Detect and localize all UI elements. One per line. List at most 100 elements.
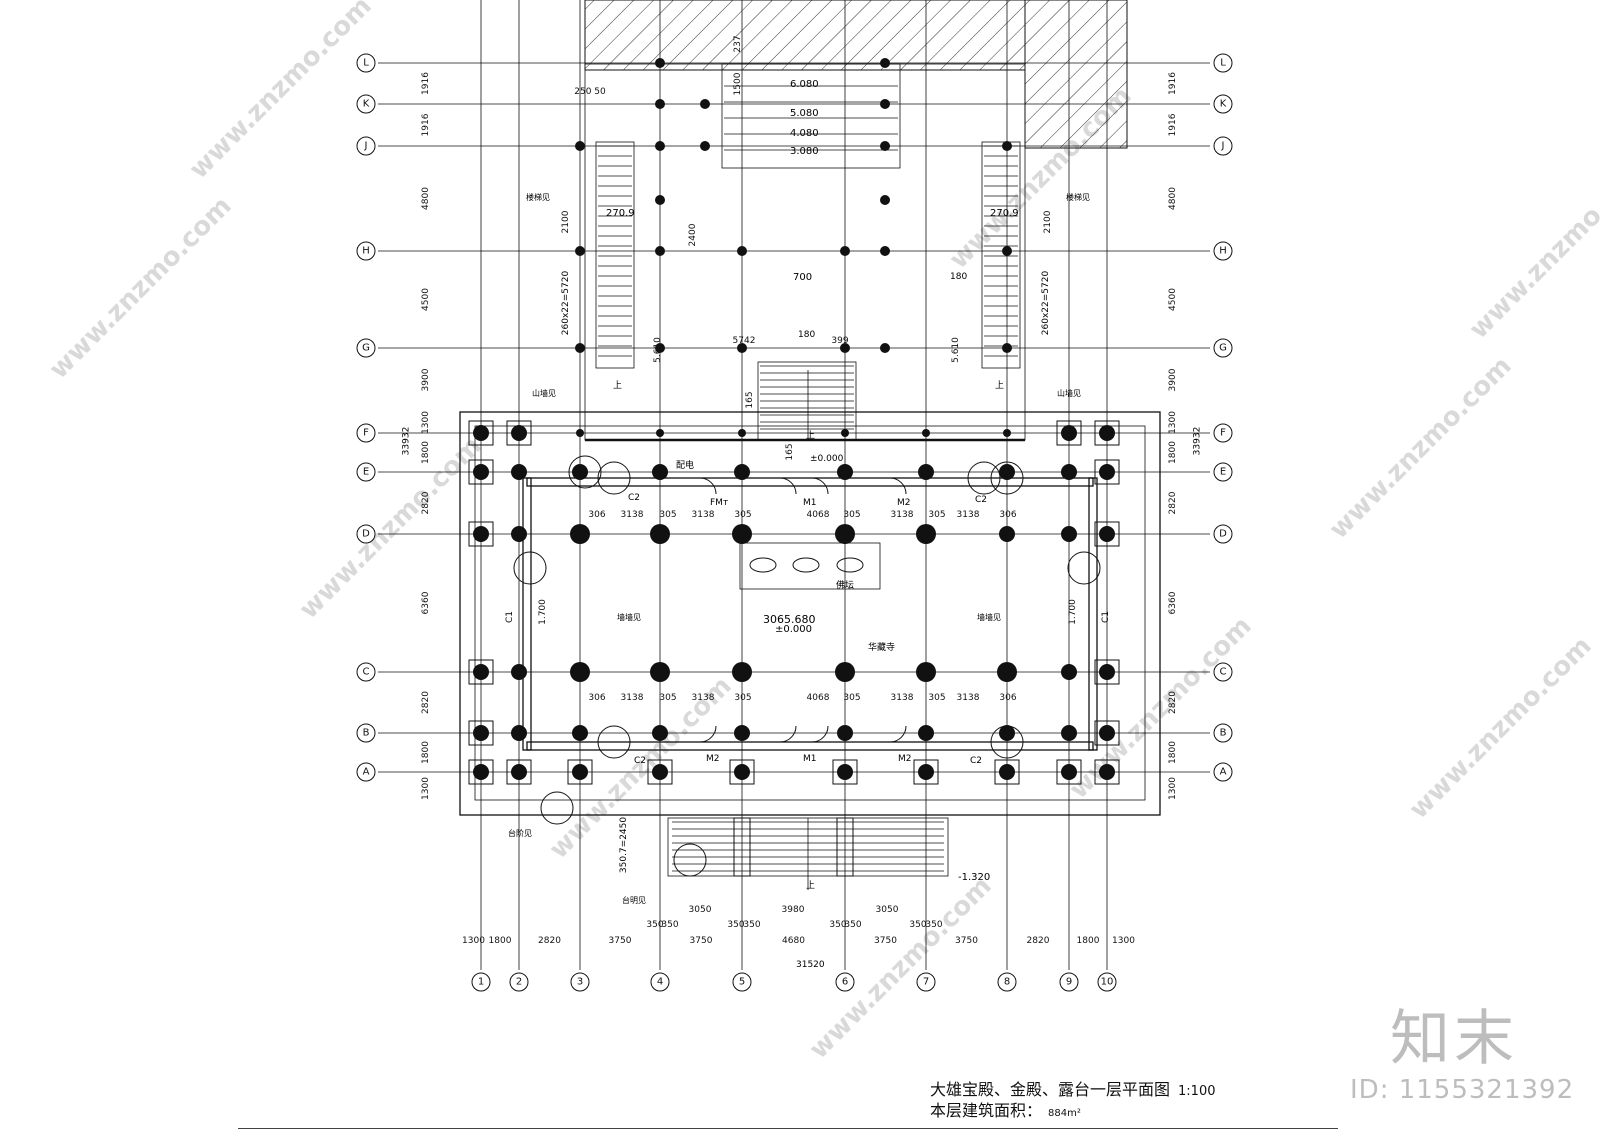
column xyxy=(1099,464,1115,480)
column xyxy=(1061,725,1077,741)
dim-stair-offset: 350 xyxy=(844,920,861,930)
column xyxy=(1003,429,1011,437)
axis-label-row-C: C xyxy=(363,667,370,678)
column-upper xyxy=(655,195,665,205)
column xyxy=(1061,526,1077,542)
dim-stair-offset: 350 xyxy=(646,920,663,930)
column-base xyxy=(506,420,532,446)
axis-bubble-row xyxy=(356,136,376,156)
column xyxy=(572,764,588,780)
column xyxy=(835,524,855,544)
axis-bubble-col xyxy=(650,972,670,992)
dim-stair: 3050 xyxy=(876,905,899,915)
column-base xyxy=(1094,420,1120,446)
dim-left-vertical: 2820 xyxy=(421,691,431,714)
column xyxy=(1099,526,1115,542)
bottom-rule xyxy=(238,1128,1338,1129)
dim-misc: 5.610 xyxy=(951,337,961,363)
dim-stair-offset: 350 xyxy=(727,920,744,930)
dim-stair: 3050 xyxy=(689,905,712,915)
dim-bottom: 2820 xyxy=(538,936,561,946)
back-wall xyxy=(526,477,1094,487)
column xyxy=(918,764,934,780)
dim-bay-back: 3138 xyxy=(957,510,980,520)
column-base xyxy=(468,459,494,485)
watermark-text: www.znzmo.com xyxy=(804,871,998,1065)
axis-bubble-row xyxy=(356,762,376,782)
axis-bubble-row xyxy=(1213,338,1233,358)
column xyxy=(999,725,1015,741)
altar-ornament xyxy=(792,557,820,573)
watermark-text: www.znzmo.com xyxy=(184,0,378,185)
detail-circle xyxy=(513,551,547,585)
dim-right-vertical: 4500 xyxy=(1168,288,1178,311)
column xyxy=(473,425,489,441)
axis-bubble-row xyxy=(1213,662,1233,682)
axis-bubble-col xyxy=(1097,972,1117,992)
column-upper xyxy=(737,246,747,256)
column-upper xyxy=(880,246,890,256)
axis-bubble-row xyxy=(356,241,376,261)
column xyxy=(652,464,668,480)
hall-inner-outline xyxy=(474,425,1146,801)
column xyxy=(511,526,527,542)
column-base xyxy=(1094,459,1120,485)
axis-bubble-row xyxy=(356,338,376,358)
altar-box xyxy=(739,542,881,590)
axis-label-col-6: 6 xyxy=(842,977,848,988)
column-upper xyxy=(575,343,585,353)
column-upper xyxy=(840,246,850,256)
column xyxy=(473,464,489,480)
column-upper xyxy=(1002,246,1012,256)
dim-misc: 1500 xyxy=(733,72,743,95)
dim-bay-back: 305 xyxy=(734,510,751,520)
column-upper xyxy=(700,141,710,151)
column-upper xyxy=(655,246,665,256)
door-swing xyxy=(779,477,797,495)
column-upper xyxy=(880,141,890,151)
column xyxy=(1061,464,1077,480)
detail-circle xyxy=(673,843,707,877)
image-id: ID: 1155321392 xyxy=(1350,1075,1575,1105)
axis-bubble-row xyxy=(1213,524,1233,544)
axis-label-row-L: L xyxy=(363,58,369,69)
dim-right-vertical: 6360 xyxy=(1168,591,1178,614)
column-base xyxy=(647,759,673,785)
axis-bubble-col xyxy=(509,972,529,992)
column xyxy=(576,429,584,437)
dim-left-vertical: 4800 xyxy=(421,187,431,210)
dim-bay-back: 306 xyxy=(999,510,1016,520)
dim-bottom: 2820 xyxy=(1027,936,1050,946)
column xyxy=(841,429,849,437)
column-upper xyxy=(655,99,665,109)
dim-stair-offset: 350 xyxy=(743,920,760,930)
axis-label-row-D: D xyxy=(362,529,370,540)
inner-stair xyxy=(757,361,857,441)
column xyxy=(916,524,936,544)
column-upper xyxy=(655,58,665,68)
axis-label-col-8: 8 xyxy=(1004,977,1010,988)
axis-bubble-col xyxy=(570,972,590,992)
dim-left-vertical: 1800 xyxy=(421,441,431,464)
column-base xyxy=(468,759,494,785)
hall-platform-outline xyxy=(459,411,1161,816)
axis-bubble-row xyxy=(1213,762,1233,782)
column-upper xyxy=(700,99,710,109)
axis-label-col-7: 7 xyxy=(923,977,929,988)
top-stair xyxy=(721,63,901,169)
axis-bubble-row xyxy=(1213,723,1233,743)
left-wall xyxy=(522,477,532,751)
axis-label-row-B: B xyxy=(1220,728,1227,739)
axis-bubble-row xyxy=(356,524,376,544)
dim-right-vertical: 1916 xyxy=(1168,113,1178,136)
axis-bubble-col xyxy=(732,972,752,992)
detail-circle xyxy=(540,791,574,825)
column xyxy=(652,725,668,741)
dim-bay-front-6: 305 xyxy=(843,693,860,703)
column xyxy=(734,725,750,741)
column xyxy=(916,662,936,682)
column-base xyxy=(832,759,858,785)
